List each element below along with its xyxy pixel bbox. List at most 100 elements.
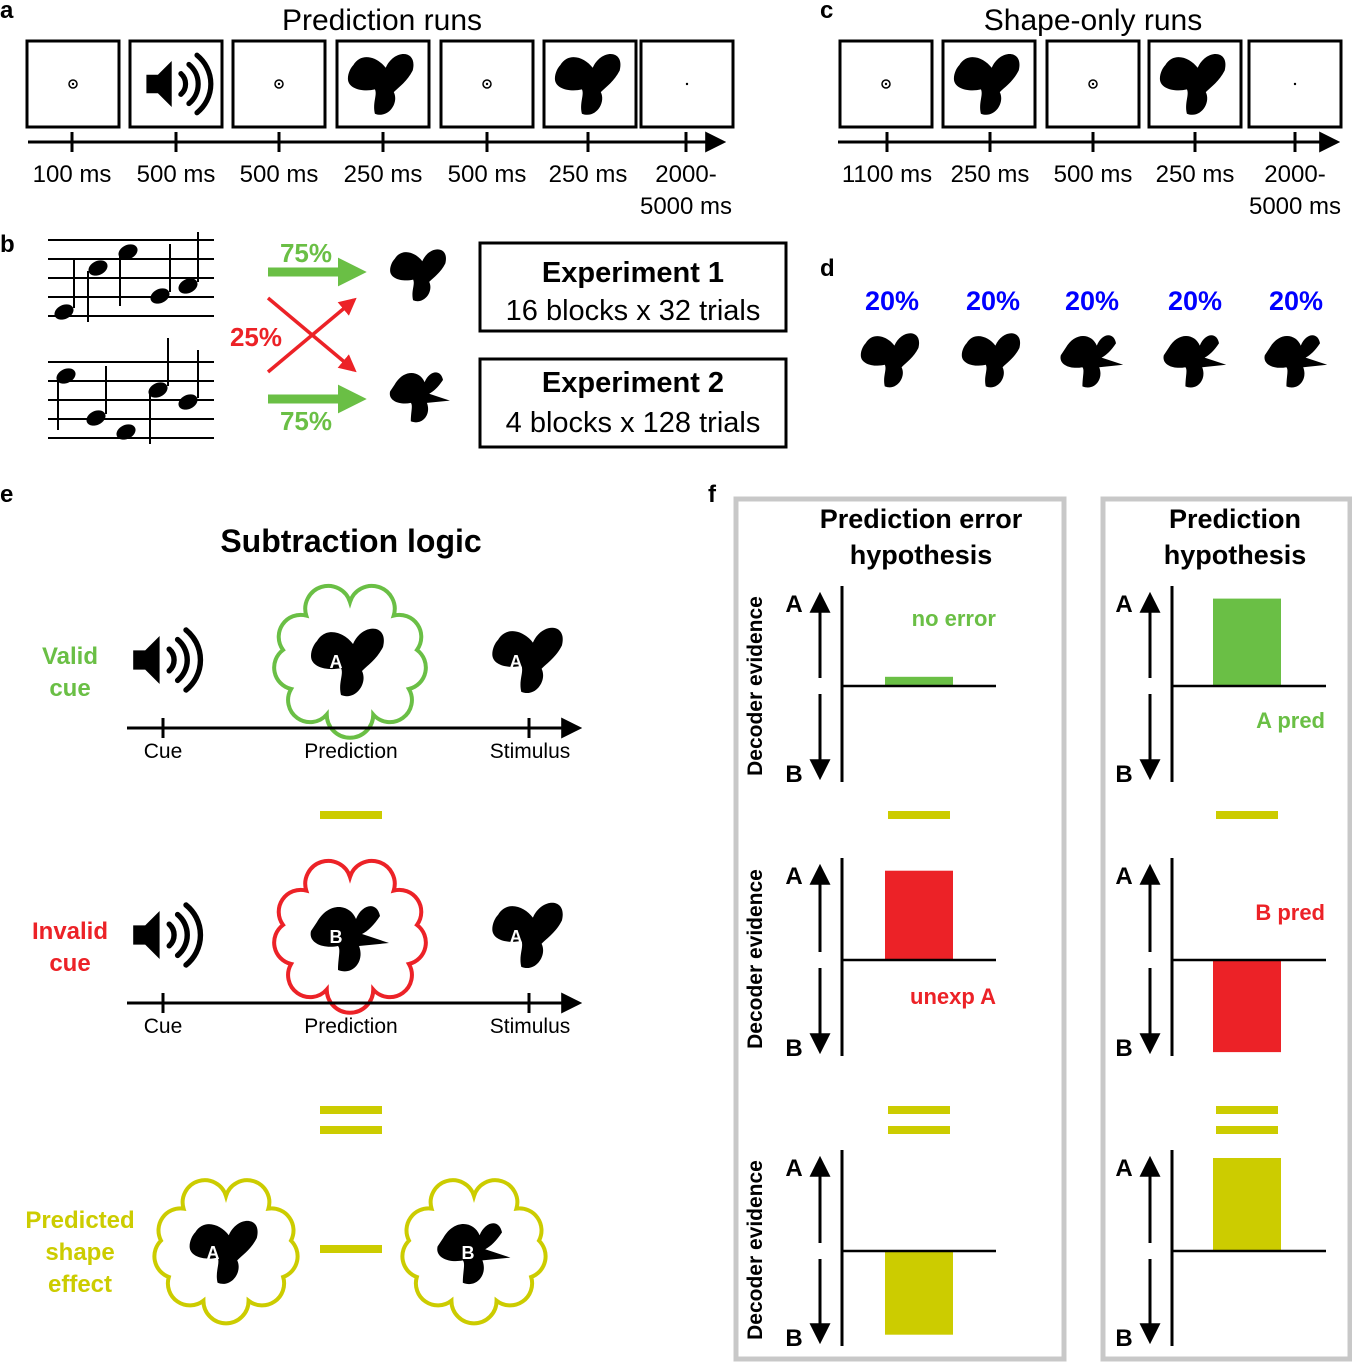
row-0-prediction-letter: A: [330, 652, 343, 672]
row-0-label-line2: cue: [49, 675, 90, 702]
panel-a-duration-1: 500 ms: [137, 161, 216, 188]
probability-label-2: 20%: [1065, 286, 1119, 316]
panel-e-title: Subtraction logic: [220, 523, 481, 559]
fixation-icon: [1088, 79, 1098, 89]
panel-letter-d: d: [820, 255, 835, 282]
panel-f-col-1-row-1-bar: [1213, 960, 1281, 1053]
equals-sign-bar-1: [320, 1106, 382, 1114]
panel-f-col-1-row-0-label-a: A: [1115, 591, 1132, 618]
morph-shape-2-icon: [1060, 335, 1124, 388]
effect-label-line2: shape: [45, 1239, 114, 1266]
panel-c-frame-3: [1147, 39, 1243, 129]
fixation-icon: [482, 79, 492, 89]
experiment-2-title: Experiment 2: [542, 367, 724, 399]
melody-staff-1: [48, 232, 214, 322]
dot-icon: [685, 82, 689, 86]
prediction-title-line1: Prediction: [1169, 504, 1301, 534]
panel-a-frame-3: [335, 39, 431, 129]
morph-shape-3-icon: [1163, 335, 1227, 388]
row-0-axis-label-1: Prediction: [304, 740, 397, 763]
effect-label-line3: effect: [48, 1271, 112, 1298]
panel-a-duration-last-1: 2000-: [655, 161, 716, 188]
probability-label-0: 20%: [865, 286, 919, 316]
valid-percent-bottom: 75%: [280, 406, 332, 436]
panel-a-frames: [25, 39, 735, 129]
panel-f-col-0-row-1-y-label: Decoder evidence: [744, 869, 767, 1049]
panel-c-frame-4: [1247, 39, 1343, 129]
panel-letter-e: e: [0, 481, 13, 508]
prediction-error-title-line1: Prediction error: [820, 504, 1023, 534]
panel-letter-b: b: [0, 231, 15, 258]
panel-a-duration-2: 500 ms: [240, 161, 319, 188]
panel-f-col-0-row-0-label-a: A: [785, 591, 802, 618]
row-0-stimulus-letter: A: [510, 652, 523, 672]
prediction-error-title-line2: hypothesis: [850, 540, 993, 570]
row-1-axis-label-1: Prediction: [304, 1015, 397, 1038]
panel-f-col-0-row-2-label-a: A: [785, 1155, 802, 1182]
fixation-icon: [881, 79, 891, 89]
morph-shape-4-icon: [1264, 335, 1328, 388]
valid-percent-top: 75%: [280, 238, 332, 268]
row-1-axis-label-0: Cue: [144, 1015, 183, 1038]
panel-a-title: Prediction runs: [282, 4, 482, 37]
panel-c-frames: [838, 39, 1343, 129]
panel-a-frame-4: [439, 39, 535, 129]
panel-a-frame-0: [25, 39, 121, 129]
speaker-icon: [146, 52, 214, 116]
panel-a-frame-1: [128, 39, 224, 129]
panel-c-title: Shape-only runs: [984, 4, 1202, 37]
panel-a-duration-4: 500 ms: [448, 161, 527, 188]
prediction-box: [1100, 496, 1352, 1362]
row-1-stimulus-letter: A: [510, 927, 523, 947]
panel-c-frame-2: [1045, 39, 1141, 129]
row-1-label-line2: cue: [49, 950, 90, 977]
row-0-label-line1: Valid: [42, 643, 98, 670]
panel-f-col-1-equals-bar-2: [1216, 1126, 1278, 1134]
panel-a-frame-2: [231, 39, 327, 129]
row-1-axis-label-2: Stimulus: [490, 1015, 571, 1038]
panel-a-duration-0: 100 ms: [33, 161, 112, 188]
panel-f-col-0-equals-bar-1: [888, 1106, 950, 1114]
panel-a-duration-5: 250 ms: [549, 161, 628, 188]
panel-f-col-0-row-2-label-b: B: [785, 1325, 802, 1352]
panel-a-duration-last-2: 5000 ms: [640, 193, 732, 220]
panel-f-col-0-row-1-label-a: A: [785, 863, 802, 890]
probability-label-1: 20%: [966, 286, 1020, 316]
panel-c-duration-3: 250 ms: [1156, 161, 1235, 188]
panel-f-col-0-equals-bar-2: [888, 1126, 950, 1134]
panel-a-ticks: 100 ms 500 ms 500 ms 250 ms 500 ms 250 ms 2000…: [33, 132, 732, 220]
panel-c-frame-0: [838, 39, 934, 129]
panel-f-col-0-row-1-label-b: B: [785, 1035, 802, 1062]
panel-letter-f: f: [708, 481, 717, 508]
effect-minus-sign: [320, 1245, 382, 1253]
experiment-2-box: Experiment 2 4 blocks x 128 trials: [478, 357, 788, 449]
panel-a-frame-6: [639, 39, 735, 129]
fixation-icon: [68, 79, 78, 89]
panel-f-col-1-row-1-label-a: A: [1115, 863, 1132, 890]
panel-c-duration-1: 250 ms: [951, 161, 1030, 188]
dot-icon: [1293, 82, 1297, 86]
panel-a-duration-3: 250 ms: [344, 161, 423, 188]
effect-letter-a: A: [207, 1243, 220, 1263]
annotation-unexp-a: unexp A: [910, 984, 996, 1009]
panel-c-duration-2: 500 ms: [1054, 161, 1133, 188]
row-1-label-line1: Invalid: [32, 918, 108, 945]
panel-f-col-1-equals-bar-1: [1216, 1106, 1278, 1114]
panel-f-col-1-row-2-label-a: A: [1115, 1155, 1132, 1182]
minus-sign-1: [320, 811, 382, 819]
shape-b-icon: [389, 372, 450, 423]
experiment-1-detail: 16 blocks x 32 trials: [506, 295, 761, 327]
panel-d-shapes: 20%20%20%20%20%: [860, 286, 1328, 388]
panel-f-col-0-row-1-bar: [885, 870, 953, 960]
panel-f-col-0-row-0-label-b: B: [785, 761, 802, 788]
experiment-1-box: Experiment 1 16 blocks x 32 trials: [478, 241, 788, 333]
equals-sign-bar-2: [320, 1126, 382, 1134]
panel-f-col-0-row-2-bar: [885, 1251, 953, 1335]
row-1-prediction-letter: B: [330, 927, 343, 947]
fixation-icon: [274, 79, 284, 89]
panel-a-frame-5: [542, 39, 638, 129]
panel-f-col-1-row-0-bar: [1213, 598, 1281, 686]
